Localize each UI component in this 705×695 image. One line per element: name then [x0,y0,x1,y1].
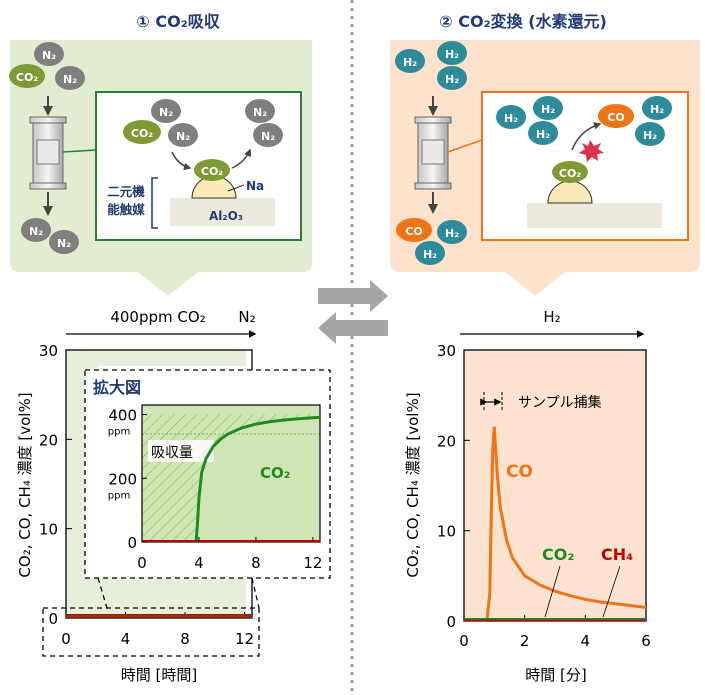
svg-text:H₂: H₂ [403,56,417,69]
ch4-label: CH₄ [601,545,633,564]
sampling-label: サンプル捕集 [518,394,602,411]
svg-text:H₂: H₂ [445,73,459,86]
right-ytick-label: 30 [437,342,456,360]
right-xtick-label: 0 [459,632,469,650]
svg-text:二元機: 二元機 [107,184,145,199]
left-feed-molecules: N₂ CO₂ N₂ [9,42,85,90]
svg-text:H₂: H₂ [536,128,550,141]
left-ytick-label: 10 [39,521,58,539]
inset-co2-line [194,415,321,543]
right-ytick-label: 0 [446,613,456,631]
svg-text:H₂: H₂ [650,103,664,116]
inset-ytick-label: 0 [127,534,137,552]
swap-arrows-icon [318,280,388,344]
svg-text:H₂: H₂ [445,48,459,61]
co-label: CO [506,462,533,482]
svg-text:H₂: H₂ [643,129,657,142]
svg-text:N₂: N₂ [29,225,43,238]
inset-ticks: 0 200 ppm 400 ppm 0 4 8 12 [108,407,323,572]
reaction-spark-icon [579,140,604,162]
inset-ytick-unit: ppm [108,427,130,438]
al2o3-label: Al₂O₃ [209,209,243,223]
left-ytick-label: 0 [48,610,58,628]
right-feed-molecules: H₂ H₂ H₂ [395,41,467,90]
left-zoom-source-box [42,607,260,657]
left-chart-feed-region [66,350,246,618]
left-panel-title: ① CO₂吸収 [136,12,220,31]
right-ytick-label: 20 [437,432,456,450]
inset-ytick-unit: ppm [108,490,130,501]
svg-text:CO₂: CO₂ [201,165,223,178]
svg-text:N₂: N₂ [261,130,275,143]
left-xlabel: 時間 [時間] [121,666,197,684]
svg-text:N₂: N₂ [176,130,190,143]
inset-xtick-label: 0 [137,554,147,572]
right-feed-label: H₂ [543,308,560,326]
left-xtick-label: 8 [180,630,190,648]
svg-text:N₂: N₂ [57,237,71,250]
svg-text:N₂: N₂ [253,106,267,119]
right-ytick-label: 10 [437,523,456,541]
inset-xtick-label: 8 [251,554,261,572]
co2-label: CO₂ [542,545,574,564]
al2o3-support [170,198,275,226]
left-feed2-label: N₂ [238,308,255,326]
right-outlet-molecules: CO H₂ H₂ [396,218,467,265]
svg-text:N₂: N₂ [159,106,173,119]
left-feed-label: 400ppm CO₂ [110,308,205,326]
right-panel-title: ② CO₂変換 (水素還元) [439,12,607,31]
inset-ytick-label: 200 [108,470,137,488]
right-chart-frame [463,349,647,622]
svg-text:H₂: H₂ [504,112,518,125]
svg-text:CO: CO [607,111,624,124]
left-ytick-label: 30 [39,342,58,360]
na-label: Na [246,179,264,193]
inset-title: 拡大図 [93,378,141,397]
left-ytick-label: 20 [39,431,58,449]
right-xtick-label: 6 [641,632,651,650]
right-xtick-label: 4 [581,632,591,650]
inset-xtick-label: 4 [194,554,204,572]
right-chart-ticks: 0 10 20 30 0 2 4 6 [437,342,651,650]
svg-text:CO₂: CO₂ [559,167,581,180]
left-outlet-molecules: N₂ N₂ [21,218,79,254]
right-reactor-column [414,116,452,190]
svg-text:N₂: N₂ [63,73,77,86]
inset-ytick-label: 400 [108,407,137,425]
right-ylabel: CO₂, CO, CH₄ 濃度 [vol%] [404,392,422,577]
left-reactor-column [29,116,67,190]
inset-co2-label: CO₂ [260,464,290,482]
absorbed-amount-label: 吸収量 [151,445,193,461]
svg-text:能触媒: 能触媒 [107,202,145,217]
right-xlabel: 時間 [分] [525,666,586,684]
svg-text:H₂: H₂ [541,103,555,116]
left-xtick-label: 4 [121,630,131,648]
co-series-line [485,426,647,622]
right-xtick-label: 2 [520,632,530,650]
svg-text:N₂: N₂ [42,49,56,62]
left-xtick-label: 0 [61,630,71,648]
svg-text:CO: CO [405,225,422,238]
left-chart-ticks: 0 10 20 30 0 4 8 12 [39,342,254,648]
svg-text:CO₂: CO₂ [131,127,153,140]
svg-text:CO₂: CO₂ [16,71,38,84]
svg-text:H₂: H₂ [445,227,459,240]
inset-xtick-label: 12 [303,554,322,572]
left-xtick-label: 12 [235,630,254,648]
svg-text:H₂: H₂ [423,248,437,261]
left-ylabel: CO₂, CO, CH₄ 濃度 [vol%] [16,392,34,577]
